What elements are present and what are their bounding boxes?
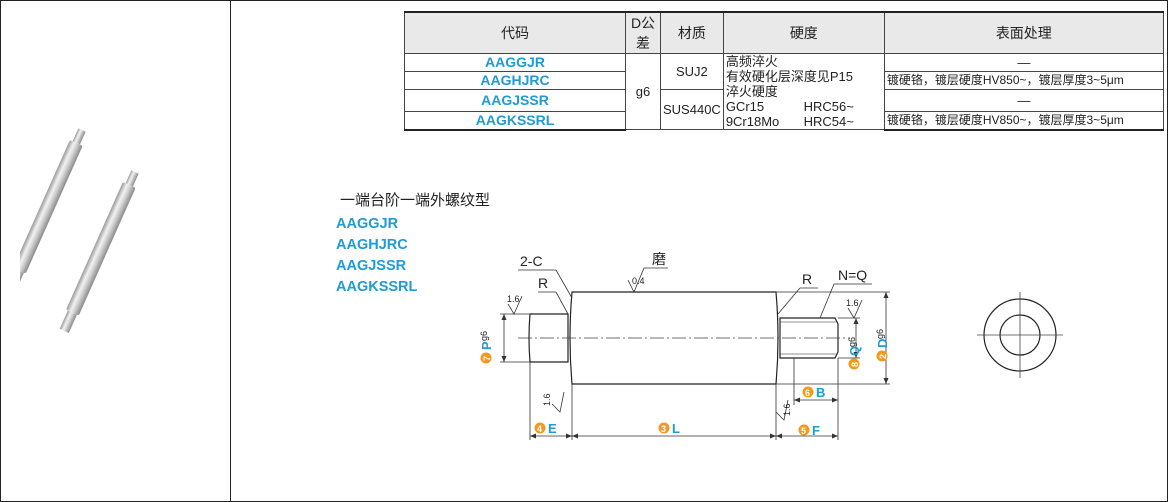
badge-E: 4: [537, 424, 542, 434]
spec-table: 代码 D公差 材质 硬度 表面处理 AAGGJR g6 SUJ2 高频淬火 有效…: [404, 11, 1164, 131]
surface-cell: 镀硬铬，镀层硬度HV850~，镀层厚度3~5μm: [883, 71, 1164, 90]
code-cell[interactable]: AAGHJRC: [404, 71, 626, 90]
drawing-code[interactable]: AAGJSSR: [336, 258, 407, 274]
header-code: 代码: [404, 11, 626, 54]
drawing-heading: 一端台阶一端外螺纹型: [340, 192, 491, 209]
badge-Q: 8: [850, 362, 860, 367]
hardness-line: 有效硬化层深度见P15: [725, 69, 853, 84]
grind-label: 磨: [652, 251, 666, 267]
hardness-line: 高频淬火: [725, 54, 778, 69]
drawing-code[interactable]: AAGHJRC: [336, 237, 408, 253]
badge-B: 6: [805, 388, 810, 398]
dim-L-label: L: [672, 421, 680, 436]
radius-right-label: R: [802, 271, 812, 287]
end-view-drawing: [977, 292, 1063, 378]
dim-E-label: E: [548, 421, 557, 436]
surface-cell: —: [883, 53, 1164, 72]
hardness-material: 9Cr18Mo: [725, 114, 780, 129]
header-surface: 表面处理: [883, 11, 1164, 54]
tolerance-cell: g6: [625, 53, 661, 130]
header-hardness: 硬度: [722, 11, 885, 54]
technical-drawing: 2-C R R N=Q 磨 0.4 1.6 1.6 1.6 1.6 4 E 3 …: [479, 251, 890, 440]
hardness-value: HRC54~: [803, 114, 854, 129]
header-material: 材质: [660, 11, 724, 54]
code-cell[interactable]: AAGKSSRL: [404, 110, 626, 131]
roughness-16-right: 1.6: [846, 298, 859, 308]
hardness-line: 淬火硬度: [725, 84, 778, 99]
material-cell: SUS440C: [660, 89, 724, 130]
surface-cell: 镀硬铬，镀层硬度HV850~，镀层厚度3~5μm: [883, 110, 1164, 131]
dim-B-label: B: [816, 385, 825, 400]
roughness-04: 0.4: [632, 276, 645, 286]
badge-F: 5: [801, 426, 806, 436]
code-cell[interactable]: AAGGJR: [404, 53, 626, 72]
column-divider: [230, 0, 231, 502]
drawing-code[interactable]: AAGGJR: [336, 216, 399, 232]
dim-P-label: P: [479, 341, 494, 350]
surface-cell: —: [883, 89, 1164, 112]
roughness-16-bottom-right: 1.6: [782, 403, 792, 416]
chamfer-label: 2-C: [520, 253, 543, 269]
thread-label: N=Q: [838, 267, 867, 283]
material-cell: SUJ2: [660, 53, 724, 90]
dim-Q-label: Q: [847, 346, 862, 356]
header-tolerance: D公差: [625, 11, 661, 54]
hardness-cell: 高频淬火 有效硬化层深度见P15 淬火硬度 GCr15 HRC56~ 9Cr18M…: [722, 53, 885, 130]
roughness-16-bottom-left: 1.6: [542, 393, 552, 406]
radius-left-label: R: [538, 275, 548, 291]
dim-P-tol: g6: [479, 331, 489, 341]
dim-D-tol: g6: [875, 329, 885, 339]
drawing-code-list: AAGGJR AAGHJRC AAGJSSR AAGKSSRL: [336, 214, 417, 298]
dim-D-label: D: [875, 339, 890, 348]
product-photo: [20, 128, 139, 333]
dim-Q-tol: g6: [847, 337, 857, 347]
hardness-value: HRC56~: [803, 99, 854, 114]
badge-D: 2: [878, 354, 888, 359]
code-cell[interactable]: AAGJSSR: [404, 89, 626, 112]
drawing-code[interactable]: AAGKSSRL: [336, 279, 418, 295]
hardness-material: GCr15: [725, 99, 765, 114]
dim-F-label: F: [812, 423, 820, 438]
badge-L: 3: [661, 424, 666, 434]
badge-P: 7: [482, 356, 492, 361]
roughness-16-left: 1.6: [507, 294, 520, 304]
